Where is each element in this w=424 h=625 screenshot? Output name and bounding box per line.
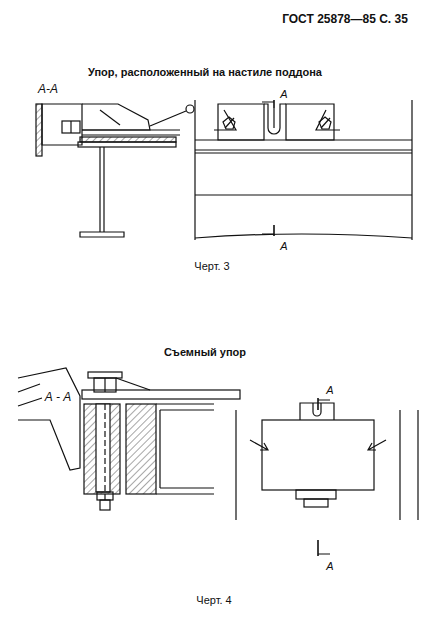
section-mark: А — [324, 560, 335, 572]
figure-4 — [18, 368, 418, 556]
figure-caption: Черт. 4 — [194, 594, 233, 606]
figure-caption: Черт. 3 — [192, 260, 231, 272]
section-mark: А — [278, 88, 289, 100]
figure-title: Упор, расположенный на настиле поддона — [86, 66, 324, 78]
section-mark: А — [278, 240, 289, 252]
page-header: ГОСТ 25878—85 С. 35 — [280, 13, 410, 26]
figure-title: Съемный упор — [162, 346, 248, 358]
section-mark: А - А — [43, 391, 74, 404]
section-mark: А — [324, 384, 335, 396]
figure-3 — [36, 100, 412, 240]
section-mark: А-А — [36, 83, 60, 96]
